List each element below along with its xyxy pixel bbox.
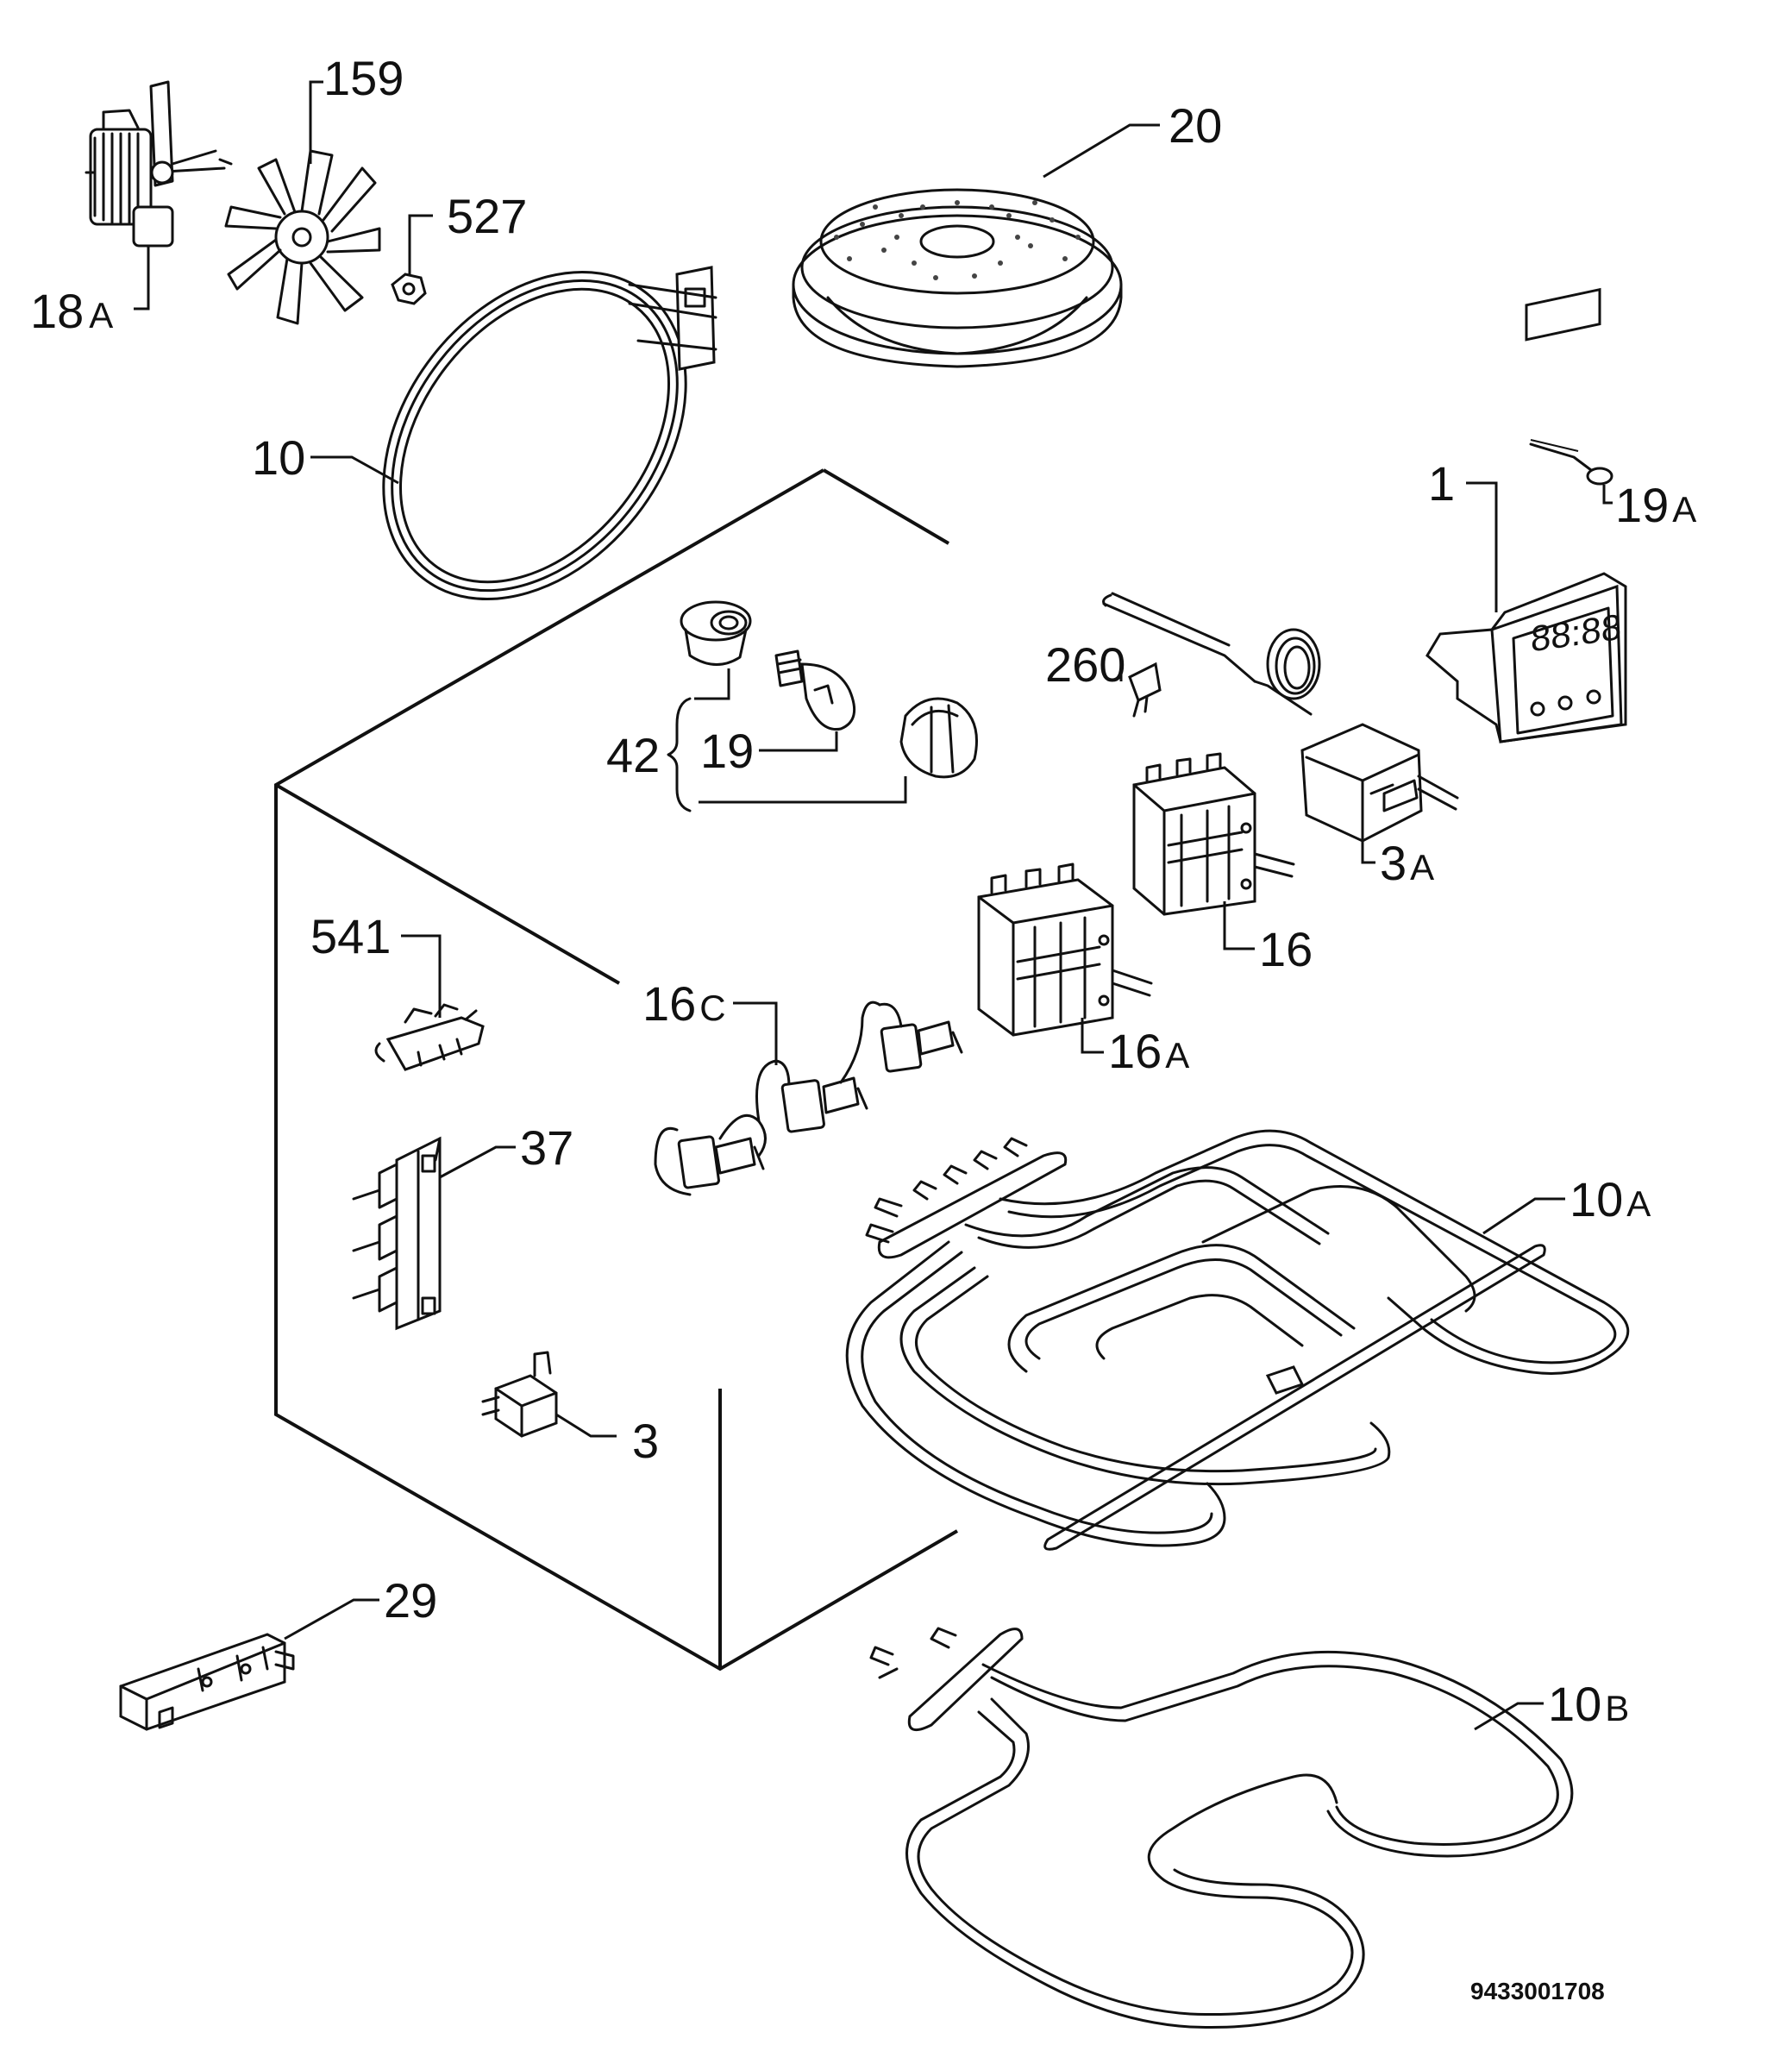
- label-10a: 10A: [1570, 1172, 1651, 1226]
- part-42-lamp-holder[interactable]: [680, 600, 752, 666]
- leader-3: [555, 1413, 617, 1438]
- part-1-electronic-timer[interactable]: 88:88: [1425, 287, 1627, 743]
- leader-1: [1466, 481, 1498, 612]
- label-20: 20: [1169, 98, 1222, 153]
- part-10b-bottom-element[interactable]: [869, 1627, 1574, 2029]
- part-29-switch-block[interactable]: [119, 1633, 295, 1731]
- part-19-lamp-bulb[interactable]: [774, 649, 856, 731]
- part-18a-fan-motor[interactable]: [85, 80, 233, 248]
- cover-plate-speckle: [834, 200, 1081, 280]
- part-16-selector-switch[interactable]: [1132, 752, 1295, 916]
- label-159: 159: [323, 51, 404, 105]
- leader-10b: [1474, 1702, 1544, 1731]
- label-260: 260: [1045, 637, 1125, 692]
- part-527-nut[interactable]: [391, 273, 427, 305]
- label-10: 10: [252, 430, 305, 485]
- part-19a-terminal[interactable]: [1529, 439, 1613, 486]
- part-20-cover-plate[interactable]: [792, 188, 1123, 368]
- leader-16a: [1081, 1018, 1104, 1054]
- leader-16: [1223, 901, 1255, 950]
- oven-cabinet-outline: [274, 468, 959, 1672]
- label-3a: 3A: [1380, 836, 1434, 890]
- document-number: 9433001708: [1470, 1978, 1605, 2004]
- part-3a-thermostat[interactable]: [1102, 592, 1459, 843]
- label-19a: 19A: [1615, 478, 1696, 532]
- label-16c: 16C: [642, 976, 726, 1031]
- part-42-lamp-cover[interactable]: [899, 697, 978, 779]
- leader-42-cover: [699, 776, 907, 804]
- leader-29: [284, 1598, 379, 1640]
- leader-16c: [733, 1001, 778, 1065]
- label-1: 1: [1428, 456, 1455, 511]
- part-541-terminal-block[interactable]: [374, 1003, 485, 1071]
- leader-42-holder: [694, 668, 730, 700]
- label-3: 3: [632, 1414, 659, 1468]
- leader-10a: [1482, 1197, 1565, 1235]
- part-10a-top-grill-element[interactable]: [845, 1129, 1630, 1551]
- part-10-circular-element[interactable]: [322, 213, 749, 658]
- leader-3a: [1361, 841, 1375, 864]
- leader-541: [401, 934, 442, 1018]
- label-19: 19: [700, 724, 754, 778]
- leader-19a: [1602, 485, 1613, 505]
- part-3-safety-thermostat[interactable]: [481, 1351, 558, 1438]
- leader-18a: [134, 246, 150, 310]
- label-42: 42: [606, 728, 660, 782]
- label-16: 16: [1259, 922, 1313, 976]
- part-16a-selector-switch[interactable]: [977, 862, 1153, 1037]
- part-37-terminal-strip[interactable]: [352, 1136, 442, 1331]
- label-541: 541: [310, 909, 391, 963]
- leader-37: [439, 1145, 516, 1179]
- leader-159: [309, 80, 323, 164]
- leader-19: [759, 731, 838, 752]
- leader-10: [310, 455, 399, 485]
- label-29: 29: [384, 1573, 437, 1628]
- leader-20: [1043, 123, 1160, 179]
- leader-527: [408, 214, 433, 274]
- bracket-42: [667, 697, 692, 812]
- part-159-fan-blade[interactable]: [224, 149, 381, 325]
- label-10b: 10B: [1548, 1677, 1629, 1731]
- part-260-connector[interactable]: [1128, 662, 1162, 718]
- label-16a: 16A: [1108, 1024, 1189, 1078]
- label-37: 37: [520, 1120, 573, 1175]
- part-16c-wired-connectors[interactable]: [654, 1000, 963, 1196]
- label-527: 527: [447, 189, 527, 243]
